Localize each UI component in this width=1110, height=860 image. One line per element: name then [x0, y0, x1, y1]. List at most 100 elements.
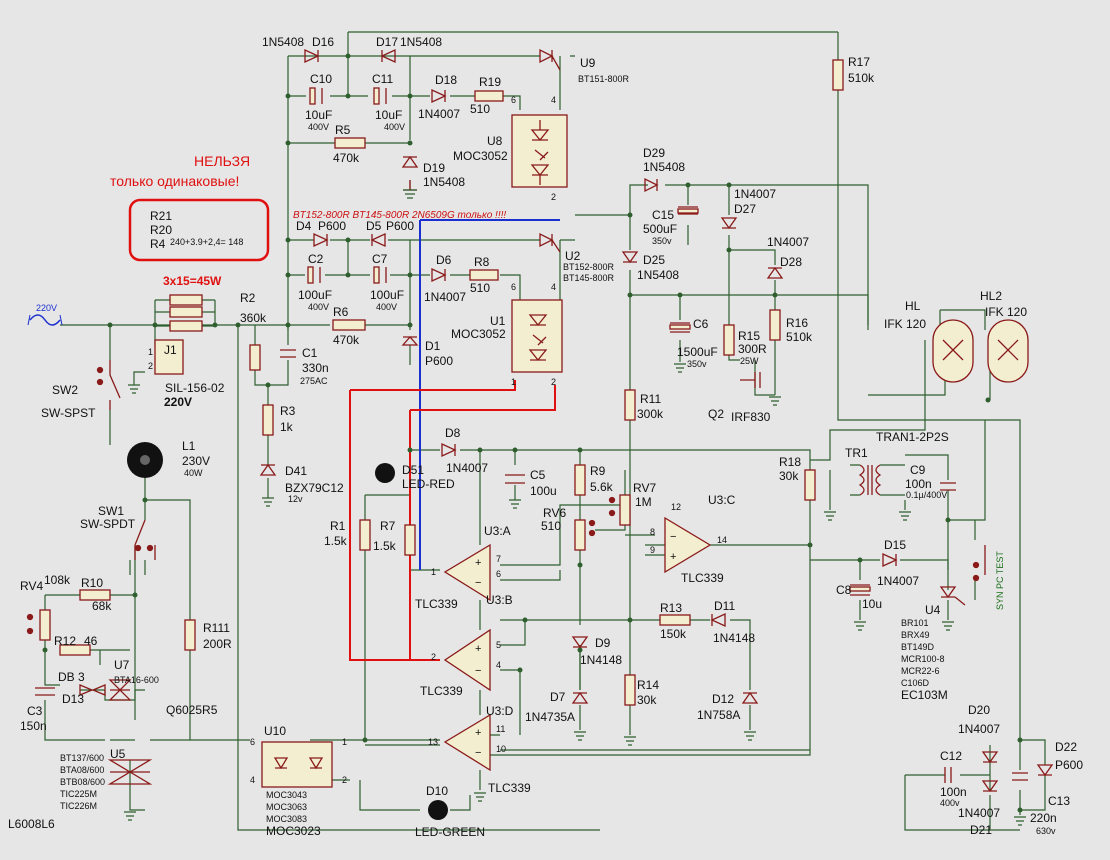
zener-d12: D12 1N758A — [697, 691, 759, 722]
c3-ref: C3 — [27, 704, 43, 718]
r15-rating: 25W — [740, 356, 759, 366]
triac-u9: U9 BT151-800R — [539, 48, 630, 84]
u5-item-4: TIC226M — [60, 801, 97, 811]
r18-ref: R18 — [779, 455, 801, 469]
capacitor-c15: C15 500uF 350v — [643, 206, 699, 246]
j1-ref: J1 — [164, 343, 177, 357]
diode-d25: D25 1N5408 — [621, 251, 679, 282]
r5-ref: R5 — [335, 123, 351, 137]
resistor-r18: R18 30k — [779, 455, 816, 501]
lamp-hl: HL IFK 120 — [884, 299, 974, 383]
svg-text:1: 1 — [342, 737, 347, 747]
svg-text:11: 11 — [496, 724, 505, 734]
r1-ref: R1 — [330, 519, 346, 533]
r3-ref: R3 — [280, 404, 296, 418]
d20-value: 1N4007 — [958, 722, 1000, 736]
u3d-ref: U3:D — [486, 704, 514, 718]
r11-value: 300k — [637, 407, 664, 421]
test-switch[interactable]: SYN PC TEST — [972, 545, 1006, 610]
r10-value: 68k — [92, 599, 112, 613]
svg-text:13: 13 — [428, 737, 438, 747]
c5-ref: C5 — [530, 468, 546, 482]
potentiometer-rv7[interactable]: RV7 1M — [608, 481, 657, 526]
svg-text:4: 4 — [496, 660, 501, 670]
diode-d15: D15 1N4007 — [877, 538, 919, 588]
optocoupler-u8: 6 4 2 U8 MOC3052 — [453, 95, 568, 202]
d5-value: P600 — [386, 219, 414, 233]
resistor-r16: R16 510k — [769, 309, 813, 344]
r13-value: 150k — [660, 627, 687, 641]
potentiometer-rv6[interactable]: RV6 510 — [541, 506, 596, 551]
boxed-sum: 240+3.9+2,4= 148 — [170, 237, 243, 247]
c1-value: 330n — [302, 361, 329, 375]
svg-text:−: − — [475, 665, 481, 677]
rv4-value: 108k — [44, 573, 71, 587]
r15-value: 300R — [738, 342, 767, 356]
svg-text:1: 1 — [511, 377, 516, 387]
r17-value: 510k — [848, 71, 875, 85]
diode-d22: D22 P600 — [1036, 740, 1083, 777]
diode-d29: D29 1N5408 — [643, 146, 685, 193]
r8-ref: R8 — [474, 255, 490, 269]
resistor-r17: R17 510k — [832, 55, 875, 91]
c12-rating: 400v — [940, 798, 960, 808]
r12-ref: R12 — [54, 634, 76, 648]
d8-value: 1N4007 — [446, 461, 488, 475]
switch-sw2[interactable]: SW2 SW-SPST — [41, 360, 121, 420]
diode-d17: D17 1N5408 — [376, 35, 442, 64]
u3c-value: TLC339 — [681, 571, 724, 585]
c13-ref: C13 — [1048, 794, 1070, 808]
d29-ref: D29 — [643, 146, 665, 160]
u1-ref: U1 — [490, 314, 506, 328]
d5-ref: D5 — [366, 219, 382, 233]
opamp-u3d: + − 11 10 13 U3:D TLC339 — [428, 704, 531, 795]
sw2-ref: SW2 — [52, 383, 78, 397]
d22-value: P600 — [1055, 758, 1083, 772]
d18-value: 1N4007 — [418, 107, 460, 121]
svg-text:1: 1 — [431, 567, 436, 577]
resistor-r6: R6 470k — [332, 305, 366, 347]
u10-value: MOC3023 — [266, 824, 321, 838]
diode-d21: 1N4007 D21 — [958, 780, 1000, 837]
scr-note: BT152-800R BT145-800R 2N6509G только !!!… — [293, 210, 506, 221]
r7-value: 1.5k — [373, 539, 397, 553]
boxed-r4: R4 — [150, 237, 166, 251]
u9-value: BT151-800R — [578, 74, 630, 84]
c11-ref: C11 — [372, 72, 393, 86]
diac-db3-d13: DB 3 D13 — [58, 670, 106, 706]
d20-ref: D20 — [968, 703, 990, 717]
d17-ref: D17 — [376, 35, 398, 49]
resistor-r15: R15 300R 25W — [723, 324, 767, 366]
optocoupler-u1: 6 4 1 2 U1 MOC3052 — [451, 282, 563, 387]
u10-item-1: MOC3063 — [266, 802, 307, 812]
sw1-ref: SW1 — [98, 504, 124, 518]
triac-u7: U7 BTA16-600 — [108, 658, 159, 701]
d6-value: 1N4007 — [424, 290, 466, 304]
svg-text:6: 6 — [496, 569, 501, 579]
j1-voltage: 220V — [164, 395, 192, 409]
d8-ref: D8 — [445, 426, 461, 440]
c11-rating: 400V — [384, 122, 405, 132]
mosfet-q2: Q2 IRF830 — [708, 372, 771, 424]
zener-d41: D41 BZX79C12 12v — [259, 463, 344, 504]
c6-value: 1500uF — [677, 345, 718, 359]
diode-d28: 1N4007 D28 — [766, 235, 809, 279]
r19-ref: R19 — [479, 75, 501, 89]
c2-rating: 400V — [308, 302, 329, 312]
d6-ref: D6 — [436, 253, 452, 267]
ground-symbols — [124, 189, 1026, 826]
d51-value: LED-RED — [402, 477, 455, 491]
q2-ref: Q2 — [708, 407, 724, 421]
syn-pc-test-label: SYN PC TEST — [995, 551, 1005, 610]
u10-item-0: MOC3043 — [266, 790, 307, 800]
capacitor-c11: C11 10uF 400V — [372, 72, 405, 132]
potentiometer-rv4[interactable]: RV4 108k — [20, 573, 71, 641]
diode-d4: D4 P600 — [296, 219, 346, 248]
c7-rating: 400V — [376, 302, 397, 312]
optocoupler-u10: 6 4 1 2 U10 MOC3043 MOC3063 MOC3083 MOC3… — [250, 724, 347, 838]
diode-d6: D6 1N4007 — [424, 253, 466, 304]
resistor-r10: R10 68k — [79, 576, 112, 613]
u2-ref: U2 — [565, 249, 581, 263]
switch-sw1[interactable]: SW1 SW-SPDT — [80, 504, 156, 560]
svg-text:2: 2 — [148, 361, 153, 371]
